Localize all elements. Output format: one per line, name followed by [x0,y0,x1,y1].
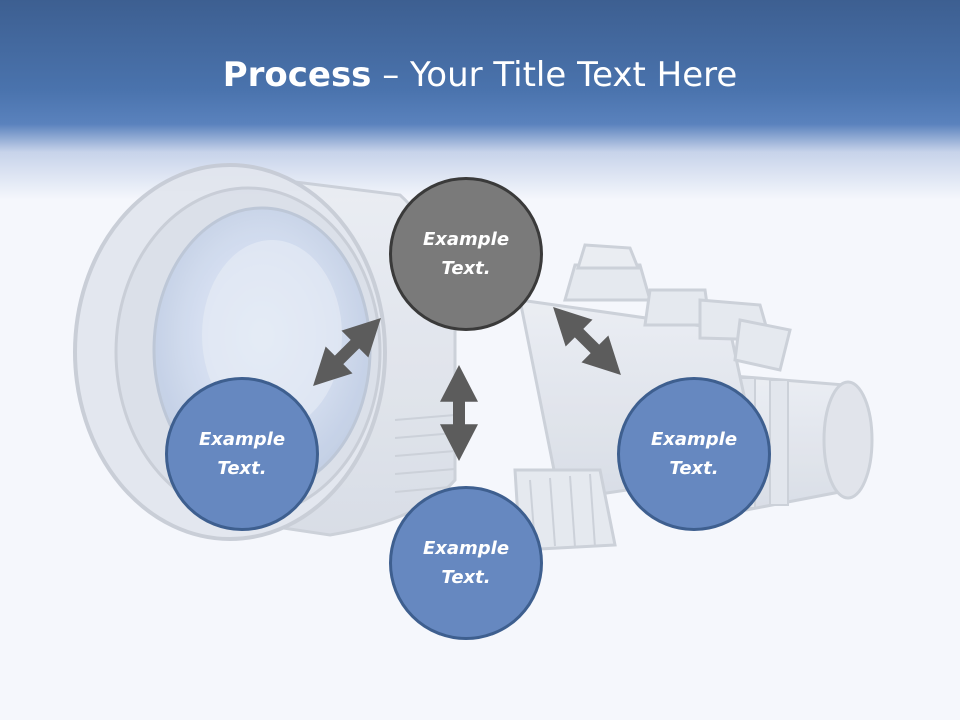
double-arrow-icon [440,365,478,461]
title-bold: Process [222,55,372,95]
double-arrow-icon [539,293,635,389]
node-label: Example Text. [650,429,738,479]
process-node-bottom: Example Text. [389,486,543,640]
slide-title: Process – Your Title Text Here [0,52,960,98]
header-band [0,0,960,200]
double-arrow-icon [299,304,395,400]
process-node-right: Example Text. [617,377,771,531]
node-label: Example Text. [422,229,510,279]
node-label: Example Text. [422,538,510,588]
node-label: Example Text. [198,429,286,479]
title-rest: – Your Title Text Here [371,55,738,95]
process-node-left: Example Text. [165,377,319,531]
process-node-center: Example Text. [389,177,543,331]
